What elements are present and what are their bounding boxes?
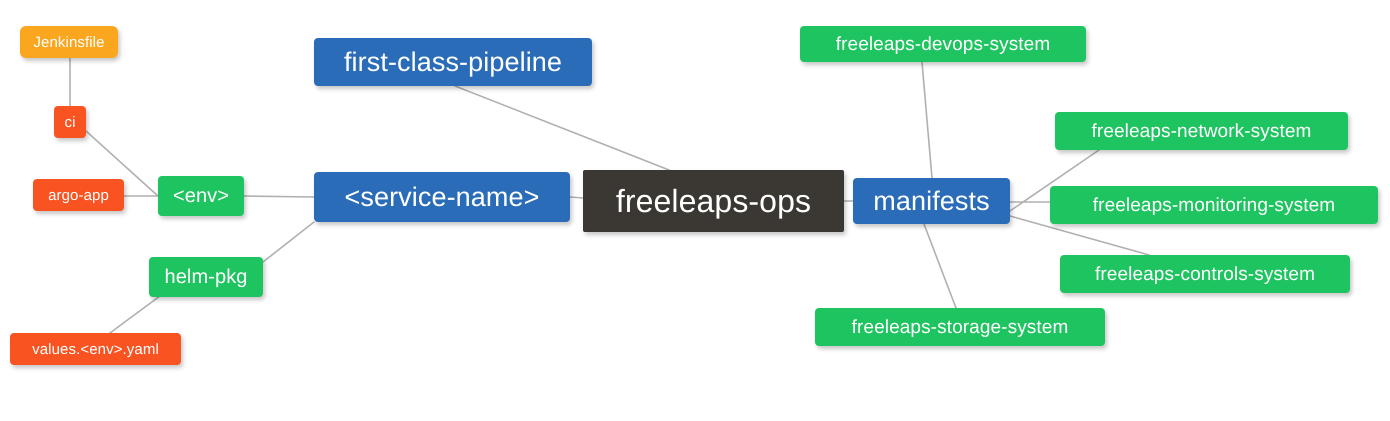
edge-service-name-to-helm-pkg <box>262 221 315 263</box>
node-devops[interactable]: freeleaps-devops-system <box>800 26 1086 62</box>
node-network[interactable]: freeleaps-network-system <box>1055 112 1348 150</box>
node-controls[interactable]: freeleaps-controls-system <box>1060 255 1350 293</box>
node-argo-app[interactable]: argo-app <box>33 179 124 211</box>
edge-manifests-to-devops <box>921 61 933 179</box>
node-env[interactable]: <env> <box>158 176 244 216</box>
edge-pipeline-to-root <box>454 85 670 171</box>
node-values-yaml[interactable]: values.<env>.yaml <box>10 333 181 365</box>
node-helm-pkg[interactable]: helm-pkg <box>149 257 263 297</box>
node-monitoring[interactable]: freeleaps-monitoring-system <box>1050 186 1378 224</box>
node-jenkinsfile[interactable]: Jenkinsfile <box>20 26 118 58</box>
edge-helm-pkg-to-values-yaml <box>109 295 161 334</box>
edge-service-name-to-root <box>569 196 584 199</box>
node-ci[interactable]: ci <box>54 106 86 138</box>
node-manifests[interactable]: manifests <box>853 178 1010 224</box>
node-storage[interactable]: freeleaps-storage-system <box>815 308 1105 346</box>
node-service-name[interactable]: <service-name> <box>314 172 570 222</box>
node-pipeline[interactable]: first-class-pipeline <box>314 38 592 86</box>
edge-env-to-service-name <box>243 195 315 198</box>
edge-manifests-to-storage <box>923 223 957 309</box>
node-root[interactable]: freeleaps-ops <box>583 170 844 232</box>
